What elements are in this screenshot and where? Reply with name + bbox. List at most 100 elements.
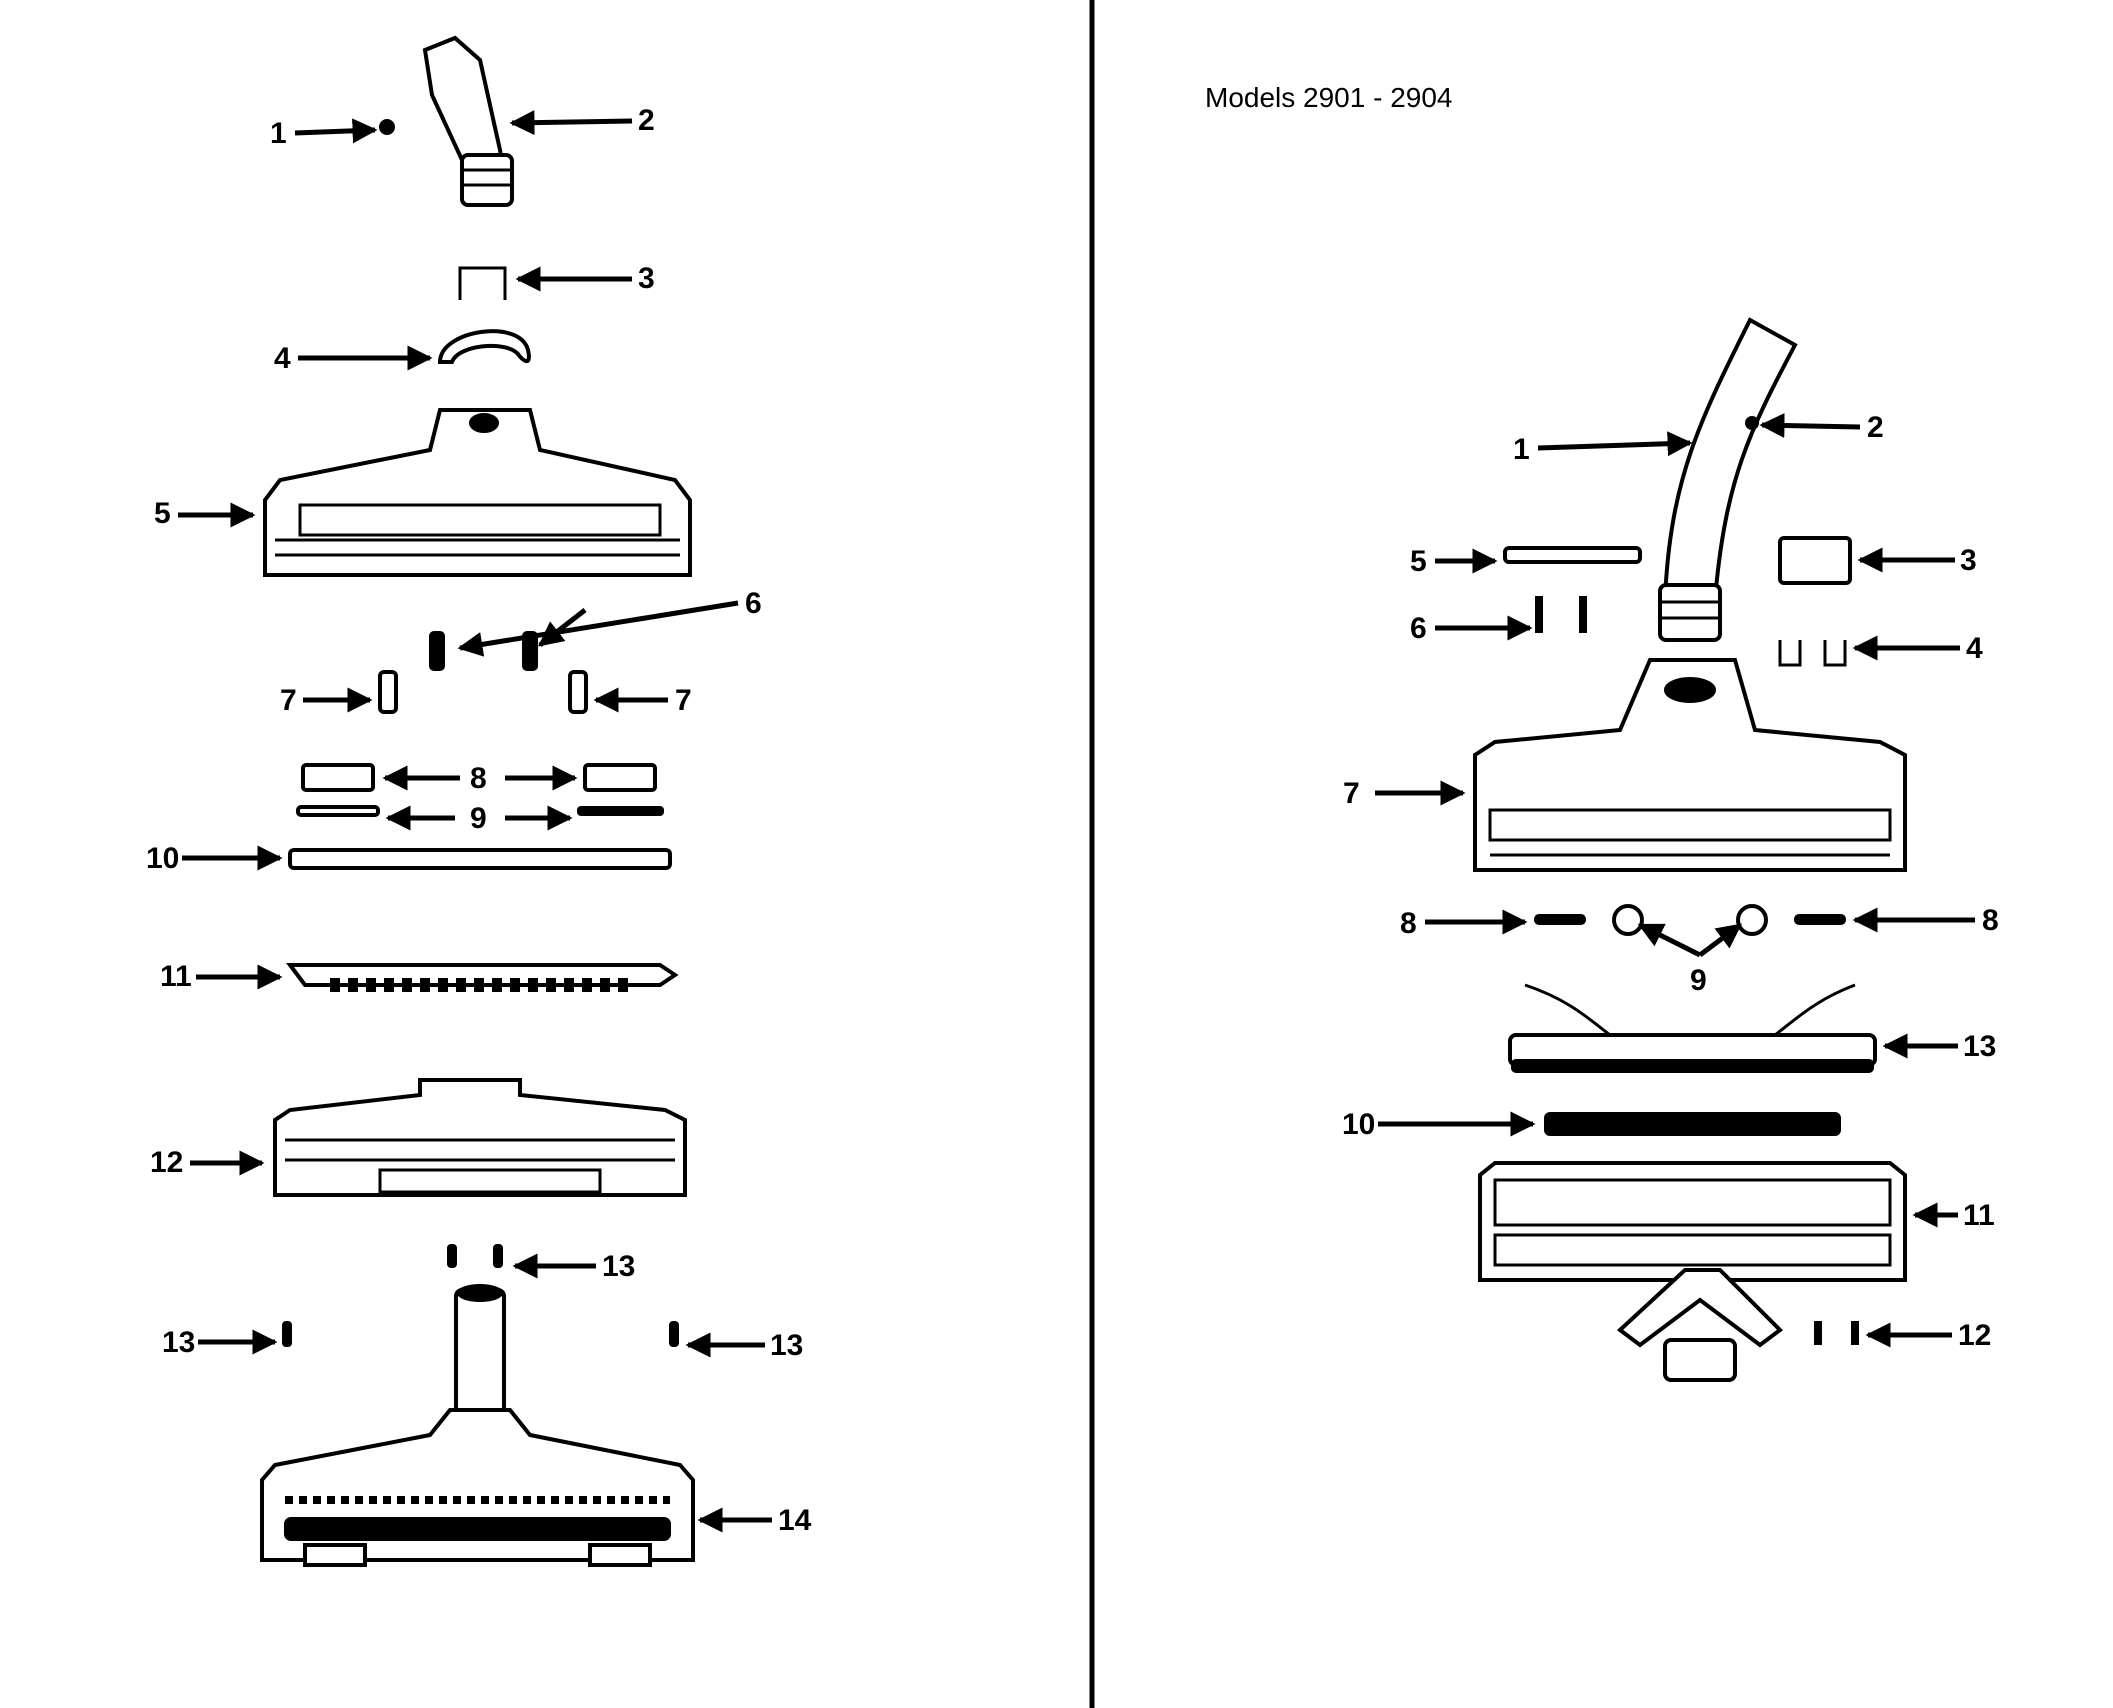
right-part-9-wheel-left bbox=[1612, 904, 1644, 936]
callout-left-13a: 13 bbox=[512, 1250, 635, 1283]
callout-left-8: 8 bbox=[382, 762, 578, 795]
left-part-9-bar-right bbox=[577, 806, 664, 816]
callout-right-7: 7 bbox=[1343, 777, 1466, 810]
callout-left-7a: 7 bbox=[280, 684, 373, 717]
left-part-13-screw-d bbox=[669, 1321, 679, 1347]
svg-text:7: 7 bbox=[280, 684, 297, 717]
callout-left-12: 12 bbox=[150, 1146, 265, 1179]
svg-text:7: 7 bbox=[1343, 777, 1360, 810]
right-part-11-baseplate bbox=[1478, 1161, 1907, 1282]
callout-left-11: 11 bbox=[160, 960, 283, 993]
callout-left-10: 10 bbox=[146, 842, 283, 875]
left-part-13-screw-a bbox=[447, 1244, 457, 1268]
svg-text:8: 8 bbox=[470, 762, 487, 795]
right-part-8-pin-right bbox=[1794, 914, 1846, 925]
svg-text:9: 9 bbox=[470, 802, 487, 835]
callout-right-8a: 8 bbox=[1400, 907, 1528, 940]
left-part-10-rod bbox=[288, 848, 672, 870]
callout-left-7b: 7 bbox=[593, 684, 692, 717]
callout-left-13b: 13 bbox=[162, 1326, 278, 1359]
left-part-8-clip-right bbox=[583, 763, 657, 792]
callout-right-1: 1 bbox=[1513, 431, 1693, 466]
right-part-10-bar bbox=[1544, 1112, 1841, 1136]
svg-text:6: 6 bbox=[745, 587, 762, 620]
svg-text:10: 10 bbox=[1342, 1108, 1375, 1141]
svg-text:13: 13 bbox=[770, 1329, 803, 1362]
svg-text:2: 2 bbox=[638, 104, 655, 137]
right-part-6-pin-b bbox=[1579, 596, 1587, 633]
callout-right-12: 12 bbox=[1865, 1319, 1991, 1352]
right-part-6-pin-a bbox=[1535, 596, 1543, 633]
callout-right-5: 5 bbox=[1410, 545, 1498, 578]
svg-text:7: 7 bbox=[675, 684, 692, 717]
svg-text:12: 12 bbox=[150, 1146, 183, 1179]
left-part-3-clip bbox=[458, 266, 507, 300]
left-part-12-plate bbox=[273, 1078, 687, 1197]
right-part-7-housing bbox=[1473, 658, 1907, 872]
callout-left-3: 3 bbox=[515, 262, 655, 295]
callout-right-13: 13 bbox=[1882, 1030, 1996, 1063]
right-part-3-latch bbox=[1778, 536, 1852, 585]
svg-text:2: 2 bbox=[1867, 411, 1884, 444]
callout-right-11: 11 bbox=[1912, 1199, 1995, 1232]
callout-left-9: 9 bbox=[385, 802, 573, 835]
left-part-elbow bbox=[422, 35, 514, 207]
left-part-14-nozzle bbox=[260, 1284, 695, 1567]
left-part-7-bracket-right bbox=[568, 670, 588, 714]
callout-right-3: 3 bbox=[1857, 544, 1977, 577]
svg-text:13: 13 bbox=[1963, 1030, 1996, 1063]
svg-text:9: 9 bbox=[1690, 964, 1707, 997]
callout-left-5: 5 bbox=[154, 497, 256, 530]
left-part-6-spring-a bbox=[429, 631, 445, 671]
left-part-13-screw-c bbox=[282, 1321, 292, 1347]
left-part-13-screw-b bbox=[493, 1244, 503, 1268]
right-part-2-button bbox=[1745, 416, 1759, 430]
callout-left-14: 14 bbox=[697, 1504, 812, 1537]
callout-left-4: 4 bbox=[274, 342, 433, 375]
right-part-13-brushroll bbox=[1508, 983, 1877, 1073]
svg-text:3: 3 bbox=[1960, 544, 1977, 577]
svg-text:5: 5 bbox=[154, 497, 171, 530]
svg-text:13: 13 bbox=[162, 1326, 195, 1359]
callout-left-6: 6 bbox=[457, 587, 762, 657]
svg-text:14: 14 bbox=[778, 1504, 812, 1537]
callout-left-1: 1 bbox=[270, 117, 378, 150]
svg-text:11: 11 bbox=[160, 960, 192, 993]
right-callouts: Models 2901 - 2904 1 2 3 4 5 6 7 8 8 9 1… bbox=[1205, 82, 1999, 1352]
left-part-6-spring-b bbox=[522, 631, 538, 671]
svg-text:8: 8 bbox=[1400, 907, 1417, 940]
callout-right-8b: 8 bbox=[1852, 904, 1999, 937]
svg-text:1: 1 bbox=[1513, 433, 1530, 466]
right-part-8-pin-left bbox=[1534, 914, 1586, 925]
callout-right-10: 10 bbox=[1342, 1108, 1536, 1141]
left-part-4-ring bbox=[437, 329, 531, 364]
left-panel bbox=[260, 35, 695, 1567]
left-part-1-rivet bbox=[379, 119, 395, 135]
svg-text:3: 3 bbox=[638, 262, 655, 295]
svg-text:12: 12 bbox=[1958, 1319, 1991, 1352]
svg-text:10: 10 bbox=[146, 842, 179, 875]
svg-text:13: 13 bbox=[602, 1250, 635, 1283]
right-part-1-wand bbox=[1658, 317, 1798, 642]
right-part-4-clips bbox=[1778, 640, 1847, 667]
right-part-9-wheel-right bbox=[1736, 904, 1768, 936]
svg-text:6: 6 bbox=[1410, 612, 1427, 645]
right-part-12-screw-b bbox=[1851, 1321, 1859, 1345]
right-part-5-rod bbox=[1503, 546, 1642, 564]
callout-right-2: 2 bbox=[1759, 411, 1884, 444]
right-part-12-screw-a bbox=[1814, 1321, 1822, 1345]
left-callouts: 1 2 3 4 5 6 7 7 8 9 10 11 12 13 13 13 14 bbox=[146, 104, 812, 1537]
svg-text:8: 8 bbox=[1982, 904, 1999, 937]
callout-right-6: 6 bbox=[1410, 612, 1533, 645]
callout-right-4: 4 bbox=[1852, 632, 1983, 665]
left-part-9-bar-left bbox=[296, 805, 380, 817]
svg-text:4: 4 bbox=[1966, 632, 1983, 665]
svg-text:5: 5 bbox=[1410, 545, 1427, 578]
callout-left-13c: 13 bbox=[685, 1329, 803, 1362]
callout-right-9: 9 bbox=[1637, 922, 1742, 997]
right-part-caster bbox=[1616, 1268, 1784, 1382]
left-part-5-housing bbox=[263, 408, 692, 577]
svg-text:1: 1 bbox=[270, 117, 287, 150]
models-title: Models 2901 - 2904 bbox=[1205, 82, 1453, 113]
